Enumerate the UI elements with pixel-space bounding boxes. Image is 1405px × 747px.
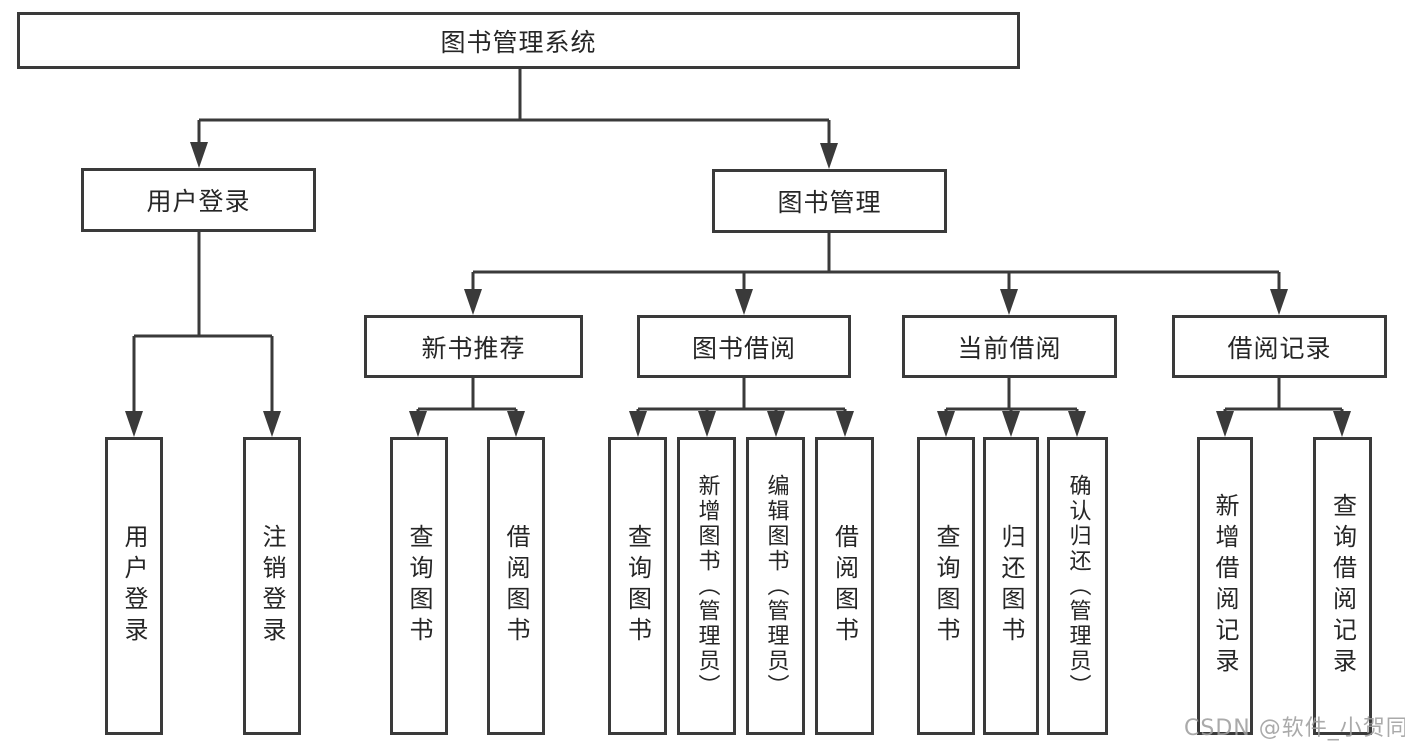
leaf-label: 新增图书（管理员） [694,473,720,699]
node-book-management-label: 图书管理 [777,188,882,217]
leaf-logout: 注销登录 [243,437,301,735]
csdn-watermark: CSDN @软件_小贺同学 [1184,716,1405,741]
leaf-label: 编辑图书（管理员） [763,473,789,699]
leaf-label: 查询图书 [623,524,652,648]
leaf-confirm-return-admin: 确认归还（管理员） [1047,437,1108,735]
node-borrow-records-label: 借阅记录 [1227,333,1332,363]
leaf-label: 借阅图书 [830,524,859,648]
leaf-edit-book-admin: 编辑图书（管理员） [746,437,805,735]
leaf-user-login: 用户登录 [105,437,163,735]
node-book-borrow-label: 图书借阅 [691,333,796,363]
node-book-borrow: 图书借阅 [637,315,851,378]
leaf-label: 归还图书 [997,524,1025,648]
leaf-label: 查询图书 [932,524,960,648]
leaf-query-books-2: 查询图书 [608,437,667,735]
node-current-borrow-label: 当前借阅 [957,333,1062,363]
leaf-add-borrow-record: 新增借阅记录 [1197,437,1253,735]
leaf-query-borrow-record: 查询借阅记录 [1313,437,1372,735]
node-borrow-records: 借阅记录 [1172,315,1387,378]
leaf-label: 确认归还（管理员） [1065,473,1091,699]
leaf-add-book-admin: 新增图书（管理员） [677,437,736,735]
node-user-login-label: 用户登录 [146,187,251,216]
node-user-login: 用户登录 [81,168,316,232]
node-current-borrow: 当前借阅 [902,315,1117,378]
node-root: 图书管理系统 [17,12,1020,69]
leaf-label: 借阅图书 [502,524,530,648]
node-root-label: 图书管理系统 [440,27,597,57]
node-new-book-recommend: 新书推荐 [364,315,583,378]
leaf-query-books-3: 查询图书 [917,437,975,735]
leaf-return-book: 归还图书 [983,437,1039,735]
leaf-label: 注销登录 [258,524,286,648]
leaf-query-books-1: 查询图书 [390,437,448,735]
leaf-borrow-books-2: 借阅图书 [815,437,874,735]
leaf-label: 查询图书 [405,524,433,648]
node-book-management: 图书管理 [712,169,947,233]
leaf-label: 新增借阅记录 [1211,493,1239,679]
node-new-book-recommend-label: 新书推荐 [421,333,526,363]
leaf-label: 查询借阅记录 [1328,493,1357,679]
leaf-borrow-books-1: 借阅图书 [487,437,545,735]
leaf-label: 用户登录 [120,524,148,648]
